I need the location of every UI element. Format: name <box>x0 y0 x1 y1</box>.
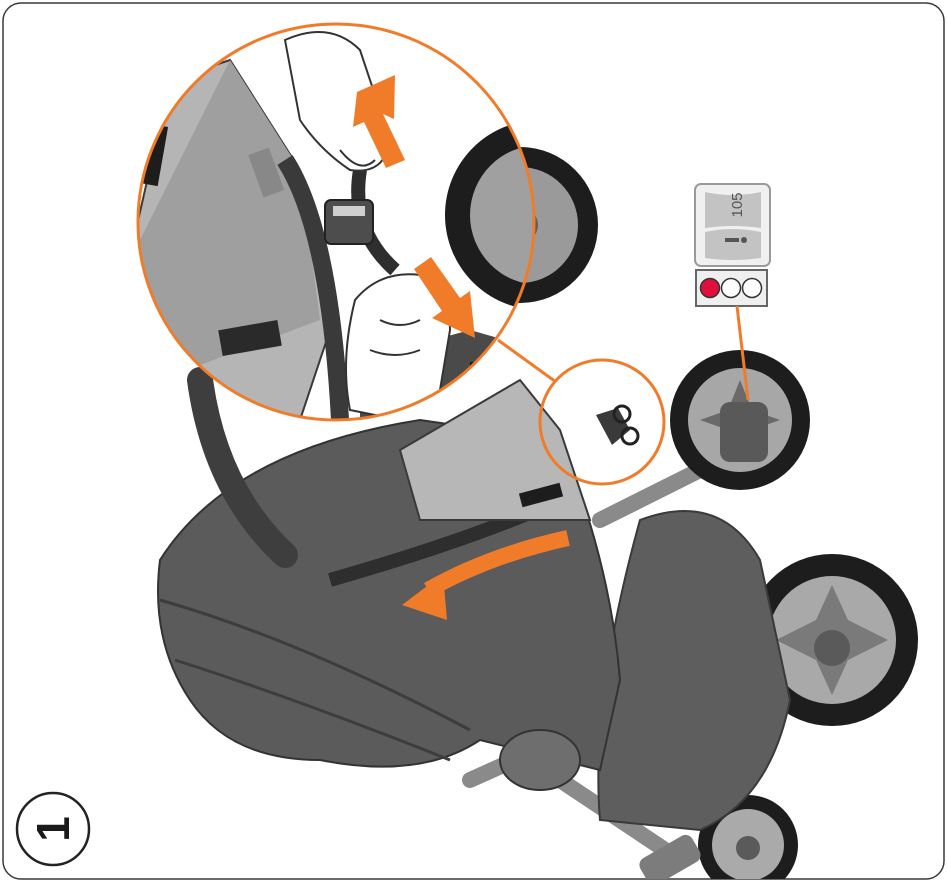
indicator-dot <box>743 279 762 298</box>
step-number: 1 <box>27 816 79 842</box>
wheel-hub-lock <box>720 402 768 462</box>
indicator-dot-active <box>701 279 720 298</box>
indicator-dot <box>722 279 741 298</box>
frame-joint <box>500 730 580 790</box>
reference-page-number: 105 <box>729 192 746 217</box>
reference-card: 105 <box>695 184 770 266</box>
step-indicator <box>696 270 767 306</box>
step-badge: 1 <box>17 793 89 865</box>
